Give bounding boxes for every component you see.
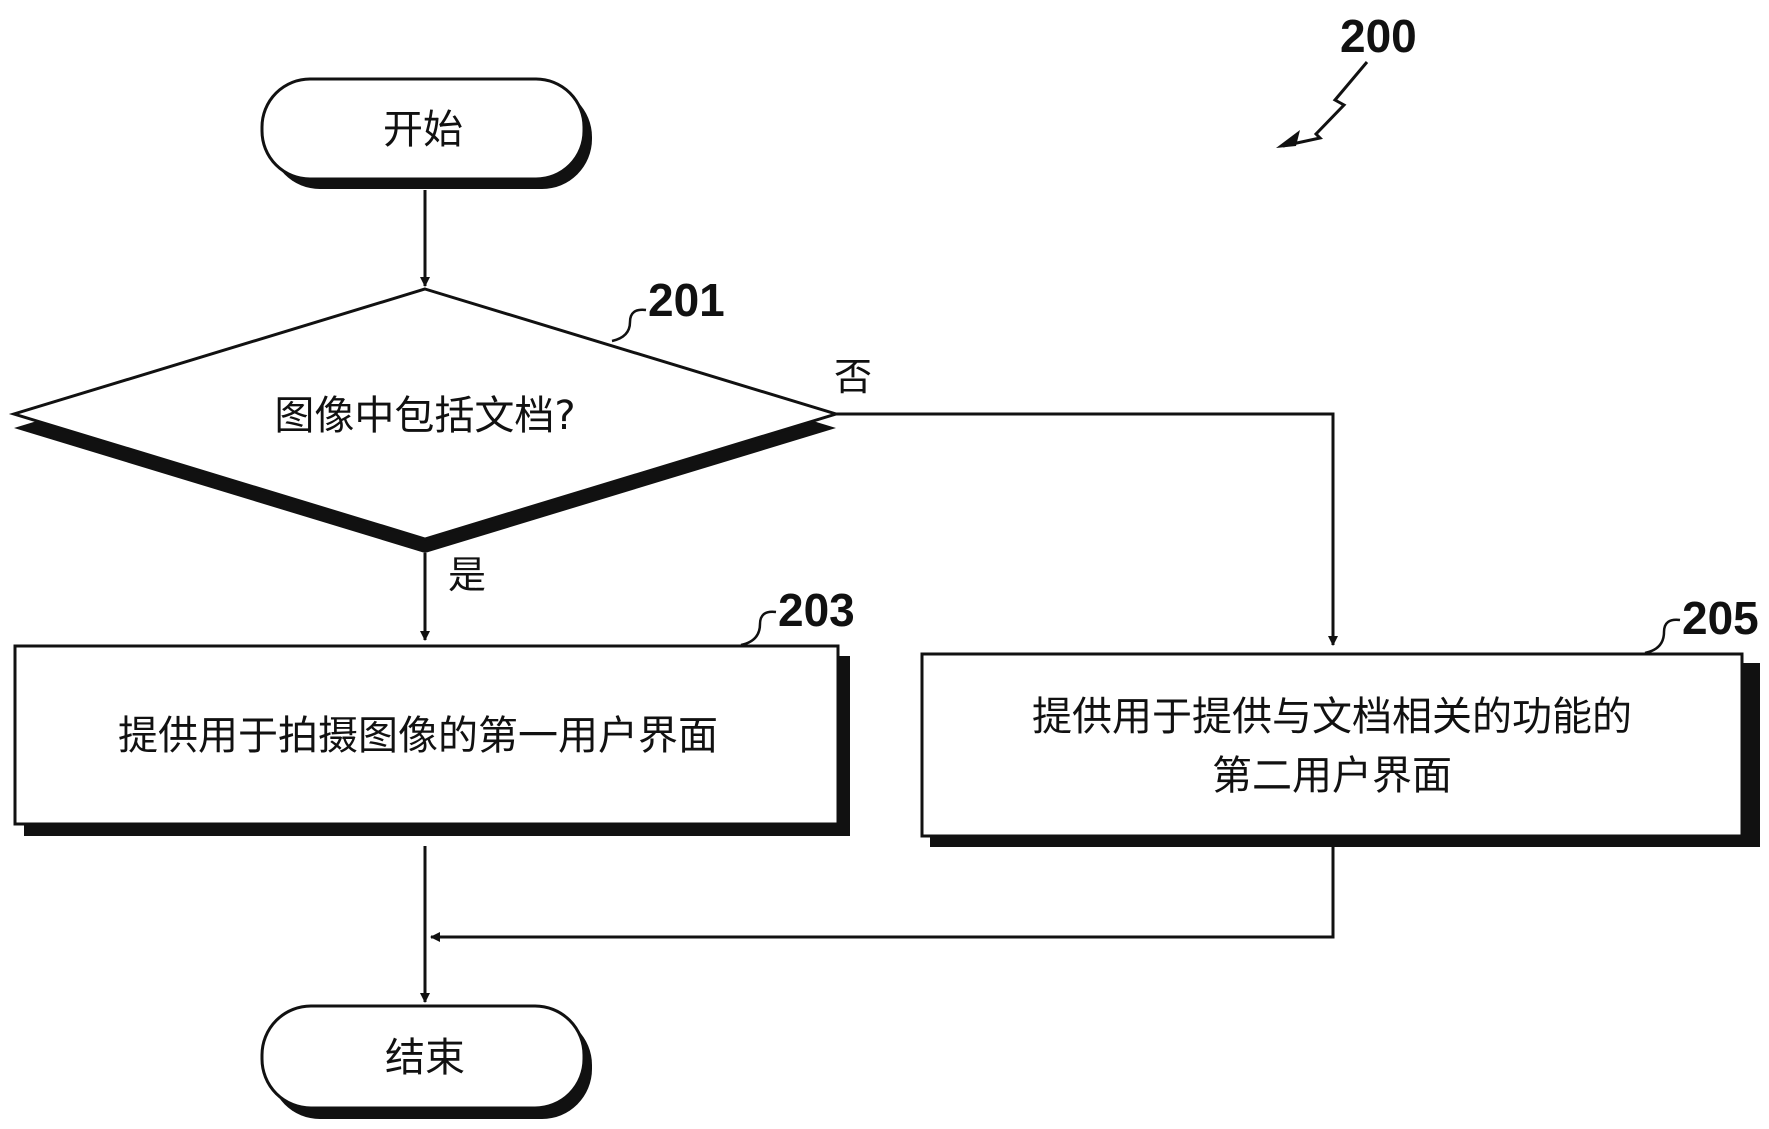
process-box-203: 提供用于拍摄图像的第一用户界面 [13,644,850,836]
process-box-205: 提供用于提供与文档相关的功能的 第二用户界面 [920,652,1760,847]
ref-203-leader [740,610,777,647]
start-terminator: 开始 [260,77,592,189]
end-label: 结束 [385,1035,465,1081]
arrow-box-205-to-merge [430,847,1335,942]
figure-number: 200 [1340,10,1417,62]
ref-205: 205 [1682,592,1759,644]
box-205-label-line2: 第二用户界面 [1212,753,1452,799]
branch-no-label: 否 [834,355,872,399]
decision-diamond: 图像中包括文档? [8,287,842,553]
end-terminator: 结束 [260,1004,592,1119]
branch-yes-label: 是 [448,553,486,597]
figure-number-leader [1282,61,1369,148]
figure-number-arrowhead [1276,130,1300,148]
arrow-no-to-box-205 [836,412,1338,646]
start-label: 开始 [383,107,463,153]
box-205-label-line1: 提供用于提供与文档相关的功能的 [1032,694,1632,740]
decision-label: 图像中包括文档? [274,393,575,439]
ref-203: 203 [778,584,855,636]
ref-205-leader [1644,618,1681,655]
box-203-label: 提供用于拍摄图像的第一用户界面 [118,713,718,759]
ref-201: 201 [648,274,725,326]
ref-201-leader [611,308,647,343]
